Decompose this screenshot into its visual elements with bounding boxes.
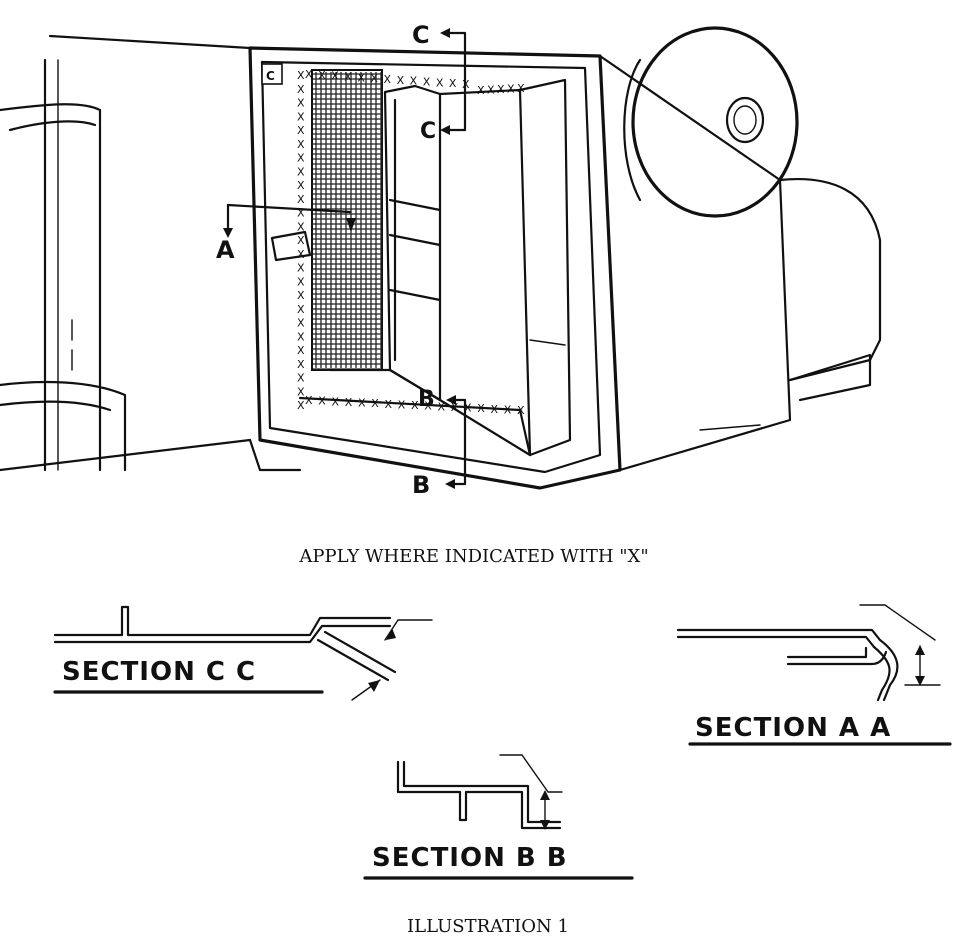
section-cc-drawing: SECTION C C <box>53 605 433 701</box>
section-marker-c-top: C <box>412 21 467 132</box>
marker-a-label: A <box>216 236 235 264</box>
x-mark: X <box>297 358 305 371</box>
x-mark: X <box>424 400 432 413</box>
vehicle-body-panel <box>0 34 302 472</box>
instruction-text: APPLY WHERE INDICATED WITH "X" <box>298 546 648 567</box>
x-mark: X <box>297 399 305 412</box>
x-mark: X <box>297 69 305 82</box>
x-mark: X <box>297 97 305 110</box>
marker-b-top-label: B <box>418 387 435 412</box>
x-mark: X <box>297 262 305 275</box>
x-mark: X <box>517 404 525 417</box>
corner-tag-label: C <box>266 69 275 83</box>
x-mark: X <box>436 76 444 89</box>
section-aa-drawing: SECTION A A <box>676 604 952 746</box>
marker-b-bottom-label: B <box>412 471 430 499</box>
x-mark: X <box>297 110 305 123</box>
x-mark: X <box>451 401 459 414</box>
x-mark: X <box>371 397 379 410</box>
section-marker-b: B B <box>412 387 467 499</box>
section-aa-label: SECTION A A <box>695 713 891 743</box>
x-mark: X <box>297 124 305 137</box>
x-mark: X <box>297 193 305 206</box>
x-mark: X <box>411 399 419 412</box>
x-mark: X <box>385 398 393 411</box>
x-mark: X <box>297 179 305 192</box>
corner-tag: C <box>261 63 283 85</box>
section-bb-label: SECTION B B <box>372 843 568 873</box>
illustration-caption: ILLUSTRATION 1 <box>407 916 569 937</box>
x-mark: X <box>297 385 305 398</box>
x-mark: X <box>345 396 353 409</box>
interior-frame <box>298 78 572 457</box>
x-mark: X <box>491 403 499 416</box>
x-mark: X <box>370 72 378 85</box>
x-mark: X <box>297 344 305 357</box>
section-marker-c-mid: C <box>420 119 467 144</box>
x-mark: X <box>357 71 365 84</box>
x-mark: X <box>297 207 305 220</box>
x-mark: X <box>331 70 339 83</box>
x-mark: X <box>384 73 392 86</box>
x-mark: X <box>297 303 305 316</box>
section-bb-drawing: SECTION B B <box>363 754 634 880</box>
x-mark: X <box>297 220 305 233</box>
x-mark: X <box>297 248 305 261</box>
x-mark: X <box>507 83 515 96</box>
x-mark: X <box>464 402 472 415</box>
section-marker-a: A <box>216 203 356 264</box>
x-mark: X <box>398 398 406 411</box>
x-mark: X <box>344 71 352 84</box>
x-mark: X <box>297 330 305 343</box>
x-mark: X <box>423 76 431 89</box>
x-mark: X <box>297 165 305 178</box>
x-mark: X <box>297 289 305 302</box>
x-mark: X <box>305 68 313 81</box>
x-mark: X <box>297 275 305 288</box>
x-mark: X <box>477 84 485 97</box>
x-mark: X <box>332 395 340 408</box>
x-mark: X <box>477 402 485 415</box>
x-mark: X <box>297 138 305 151</box>
x-mark: X <box>487 84 495 97</box>
x-mark: X <box>504 403 512 416</box>
x-mark: X <box>318 69 326 82</box>
tab-block <box>270 230 312 262</box>
x-mark: X <box>397 74 405 87</box>
x-mark: X <box>297 152 305 165</box>
marker-c-mid-label: C <box>420 119 436 144</box>
x-mark: X <box>497 83 505 96</box>
x-mark: X <box>297 83 305 96</box>
x-mark: X <box>297 234 305 247</box>
x-mark: X <box>305 394 313 407</box>
x-mark: X <box>438 400 446 413</box>
x-mark: X <box>297 372 305 385</box>
marker-c-top-label: C <box>412 21 430 49</box>
x-mark: X <box>318 395 326 408</box>
x-mark: X <box>410 75 418 88</box>
round-drum <box>623 26 799 218</box>
housing-body <box>248 46 882 490</box>
x-mark: X <box>449 77 457 90</box>
x-mark: X <box>358 397 366 410</box>
section-cc-label: SECTION C C <box>62 657 256 687</box>
x-mark: X <box>297 317 305 330</box>
x-mark: X <box>517 82 525 95</box>
